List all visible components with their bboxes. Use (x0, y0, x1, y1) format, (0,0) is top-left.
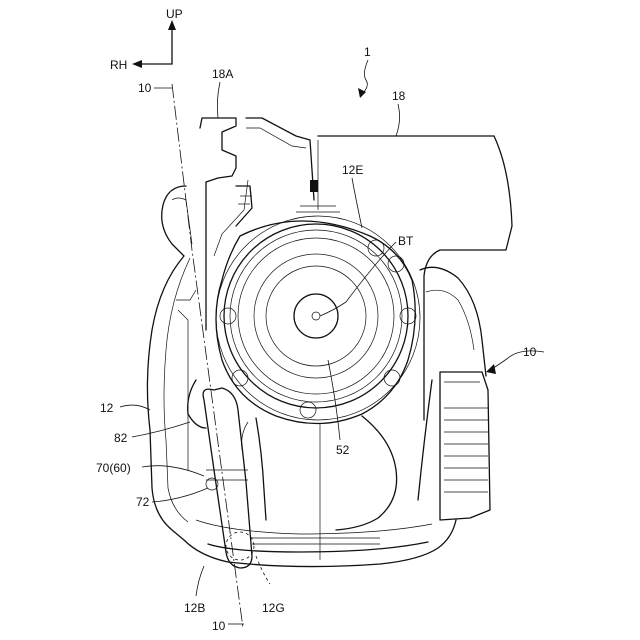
main-body (318, 136, 512, 420)
up-arrow-head (168, 20, 176, 30)
grip-outline (440, 372, 490, 520)
battery-collar (216, 206, 420, 424)
label-12G: 12G (262, 601, 285, 615)
label-18A: 18A (212, 67, 233, 81)
leader-12E (352, 178, 362, 228)
collar-outline (216, 221, 415, 424)
housing-top-inner (246, 128, 306, 148)
housing-top-profile (246, 118, 314, 200)
label-12B: 12B (184, 601, 205, 615)
bottom-ribs (250, 538, 380, 544)
cover-inner-edge (164, 258, 190, 522)
label-BT: BT (398, 234, 414, 248)
leader-18 (396, 104, 400, 136)
side-grip (418, 372, 490, 520)
battery-cap (224, 224, 408, 408)
label-52: 52 (336, 443, 350, 457)
leader-18A (217, 82, 220, 118)
label-assembly: 1 (364, 45, 371, 59)
leader-12 (120, 405, 150, 410)
cap-center-hole (312, 312, 320, 320)
leader-1 (362, 60, 368, 94)
cap-outer-ring (224, 224, 408, 408)
label-arrow-right: 10 (523, 345, 537, 359)
label-axis-top: 10 (138, 81, 152, 95)
lever-assembly (188, 380, 252, 568)
lower-body (242, 416, 397, 560)
label-82: 82 (114, 431, 128, 445)
rh-arrow-head (132, 60, 142, 68)
cover-bottom-rim (208, 542, 428, 552)
label-18: 18 (392, 89, 406, 103)
label-axis-bottom: 10 (212, 619, 226, 633)
housing-marker (310, 180, 318, 192)
leader-72 (152, 488, 208, 502)
up-label: UP (166, 7, 183, 21)
leader-82 (132, 422, 190, 437)
cap-center-boss (294, 294, 338, 338)
label-72: 72 (136, 495, 150, 509)
orientation-indicator: UP RH (110, 7, 183, 72)
label-12E: 12E (342, 163, 363, 177)
cover-top-lip (172, 198, 192, 244)
housing-slot (236, 186, 252, 226)
label-70-60: 70(60) (96, 461, 131, 475)
leader-12B (196, 566, 204, 596)
body-right-edge (424, 136, 512, 420)
rh-label: RH (110, 58, 127, 72)
cover-bottom-inner (196, 520, 432, 534)
center-axis-line (172, 84, 243, 628)
reference-labels: 1 10 18A 18 12E BT 10 12 82 70(60) 72 52… (96, 45, 537, 633)
body-right-shoulder (420, 267, 486, 376)
cover-rib-left (178, 310, 188, 470)
label-12: 12 (100, 401, 114, 415)
cover-step-left (176, 290, 196, 300)
